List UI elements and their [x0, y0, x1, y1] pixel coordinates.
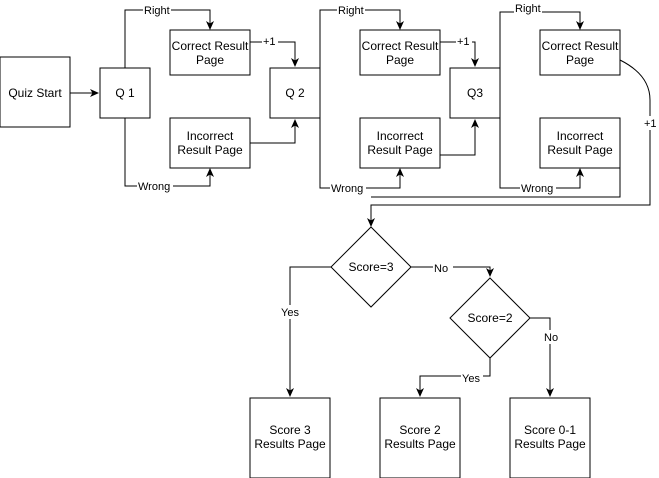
label-plus1-c: +1: [644, 118, 657, 130]
label-plus1-b: +1: [457, 36, 470, 48]
node-q2: [269, 67, 321, 119]
label-correct2-line2: Page: [386, 53, 414, 67]
label-right-3: Right: [515, 3, 541, 15]
label-no-2: No: [544, 332, 558, 344]
label-right-2: Right: [338, 5, 364, 17]
label-correct3-line2: Page: [566, 53, 594, 67]
label-wrong-3: Wrong: [521, 183, 553, 195]
label-q3: Q3: [467, 86, 483, 100]
node-score01-page: [509, 397, 591, 478]
label-incorrect2-line1: Incorrect: [377, 129, 424, 143]
label-q2: Q 2: [285, 86, 305, 100]
node-quiz-start: [0, 56, 71, 128]
label-score2-page-line2: Results Page: [384, 437, 456, 451]
node-score2-decision: [449, 277, 531, 359]
label-incorrect1-line2: Result Page: [177, 143, 243, 157]
edge-incorrect2-to-q3: [440, 119, 479, 156]
edge-score2-no: [530, 317, 554, 397]
label-incorrect1-line1: Incorrect: [187, 129, 234, 143]
label-incorrect3-line1: Incorrect: [557, 129, 604, 143]
label-score3-decision: Score=3: [348, 260, 393, 274]
edge-correct2-to-q3: [440, 41, 479, 67]
label-plus1-a: +1: [263, 36, 276, 48]
node-q1: [99, 67, 151, 119]
label-quiz-start: Quiz Start: [8, 86, 62, 100]
label-score3-page-line1: Score 3: [269, 423, 311, 437]
edge-correct3-to-score3: [367, 59, 651, 227]
node-incorrect1: [169, 117, 251, 169]
label-wrong-1: Wrong: [138, 181, 170, 193]
label-correct3-line1: Correct Result: [542, 39, 619, 53]
label-correct1-line2: Page: [196, 53, 224, 67]
label-q1: Q 1: [115, 86, 135, 100]
label-incorrect2-line2: Result Page: [367, 143, 433, 157]
label-score2-page-line1: Score 2: [399, 423, 441, 437]
node-incorrect3: [539, 117, 621, 169]
label-score01-page-line2: Results Page: [514, 437, 586, 451]
edge-incorrect3-to-score3: [371, 168, 621, 198]
edge-incorrect1-to-q2: [250, 119, 299, 144]
label-yes-2: Yes: [462, 373, 480, 385]
label-incorrect3-line2: Result Page: [547, 143, 613, 157]
label-score01-page-line1: Score 0-1: [524, 423, 576, 437]
node-correct2: [359, 29, 441, 76]
label-score3-page-line2: Results Page: [254, 437, 326, 451]
node-score3-page: [249, 397, 331, 478]
label-correct1-line1: Correct Result: [172, 39, 249, 53]
label-no-1: No: [434, 263, 448, 275]
node-correct3: [539, 29, 621, 76]
edge-score3-yes: [286, 266, 331, 397]
label-wrong-2: Wrong: [331, 183, 363, 195]
node-score3-decision: [330, 226, 412, 308]
label-correct2-line1: Correct Result: [362, 39, 439, 53]
label-right-1: Right: [144, 5, 170, 17]
edge-score2-yes: [416, 358, 491, 397]
node-correct1: [169, 29, 251, 76]
node-score2-page: [379, 397, 461, 478]
node-incorrect2: [359, 117, 441, 169]
node-q3: [449, 67, 501, 119]
label-score2-decision: Score=2: [467, 311, 512, 325]
label-yes-1: Yes: [281, 307, 299, 319]
